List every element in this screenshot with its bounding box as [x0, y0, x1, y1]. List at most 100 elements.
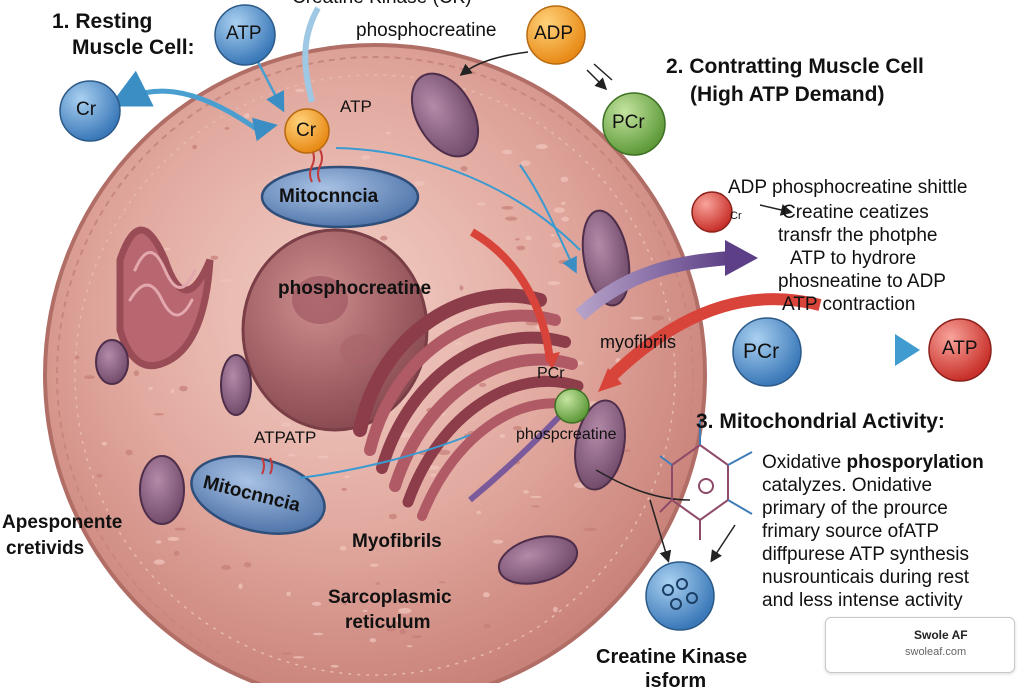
cytoplasm-speck	[535, 144, 548, 150]
cytoplasm-speck	[210, 255, 219, 260]
pcr-mid-label: PCr	[743, 340, 780, 363]
cytoplasm-speck	[75, 355, 80, 360]
cytoplasm-speck	[375, 582, 381, 585]
atp-right-label: ATP	[942, 338, 978, 359]
cytoplasm-speck	[380, 235, 388, 241]
cytoplasm-speck	[515, 238, 520, 241]
cytoplasm-speck	[179, 385, 188, 392]
cytoplasm-speck	[361, 155, 371, 160]
cytoplasm-speck	[101, 441, 107, 446]
cytoplasm-speck	[344, 475, 350, 479]
cytoplasm-speck	[388, 513, 397, 520]
cytoplasm-speck	[339, 545, 347, 551]
cytoplasm-speck	[174, 527, 186, 531]
cytoplasm-speck	[552, 242, 562, 248]
cytoplasm-speck	[479, 382, 487, 387]
cr-left-circle	[59, 80, 121, 142]
cytoplasm-speck	[170, 389, 175, 394]
cytoplasm-speck	[133, 370, 140, 376]
cytoplasm-speck	[153, 559, 165, 565]
cytoplasm-speck	[385, 131, 392, 135]
myofibrils-right-label: myofibrils	[600, 332, 677, 352]
cytoplasm-speck	[525, 235, 532, 241]
mito-text-line-3: primary of the prource	[762, 498, 948, 519]
shuttle-line-3: transfr the photphe	[778, 225, 938, 246]
mito-text-line-4: frimary source ofATP	[762, 521, 940, 542]
cytoplasm-speck	[547, 281, 561, 285]
cytoplasm-speck	[583, 527, 597, 532]
cytoplasm-speck	[460, 166, 468, 172]
cytoplasm-speck	[221, 279, 232, 282]
isform-label: isform	[645, 670, 707, 692]
brand-badge[interactable]: Swole AF swoleaf.com	[825, 617, 1015, 673]
cytoplasm-speck	[651, 315, 665, 321]
cytoplasm-speck	[427, 465, 440, 471]
ck-label: Creatine Kinase (CK)	[292, 0, 472, 9]
mito-upper-label: Mitocnncia	[279, 186, 379, 207]
cytoplasm-speck	[520, 160, 531, 166]
cretivids-label: cretivids	[6, 538, 85, 559]
brand-title: Swole AF	[914, 628, 968, 642]
purple-mitochondria	[95, 72, 631, 585]
cytoplasm-speck	[411, 635, 423, 639]
pcr-green-label: PCr	[537, 365, 565, 382]
shuttle-line-4: ATP to hydrore	[790, 248, 917, 269]
cytoplasm-speck	[311, 601, 322, 606]
cytoplasm-speck	[125, 449, 133, 456]
pcr-mid-circle	[732, 317, 802, 387]
atp-inner-label: ATP	[340, 97, 372, 116]
cytoplasm-speck	[492, 539, 504, 544]
cytoplasm-speck	[561, 201, 566, 206]
cytoplasm-speck	[281, 652, 292, 655]
cytoplasm-speck	[395, 594, 403, 597]
cytoplasm-speck	[560, 176, 569, 182]
pcr-right-circle	[602, 92, 666, 156]
network-icon	[659, 420, 753, 540]
cytoplasm-speck	[312, 632, 324, 636]
cytoplasm-speck	[482, 592, 490, 598]
cytoplasm-speck	[369, 563, 379, 567]
nucleus	[241, 228, 429, 432]
cytoplasm-speck	[362, 609, 368, 613]
cytoplasm-speck	[330, 664, 339, 668]
shuttle-line-6: ATP contraction	[782, 294, 916, 315]
atp-top-label: ATP	[226, 23, 262, 44]
cytoplasm-speck	[304, 435, 314, 439]
brand-url[interactable]: swoleaf.com	[905, 646, 967, 658]
cr-left-label: Cr	[76, 99, 97, 120]
cytoplasm-speck	[153, 413, 165, 416]
cytoplasm-speck	[317, 455, 329, 459]
cytoplasm-speck	[192, 144, 198, 150]
cytoplasm-speck	[294, 88, 305, 93]
cytoplasm-speck	[413, 181, 425, 187]
creatine-kinase-isoform-circle	[645, 561, 715, 631]
cytoplasm-speck	[385, 627, 397, 632]
heading-resting: 1. Resting	[52, 10, 153, 33]
atp-right-red-circle	[928, 318, 992, 382]
adp-top-label: ADP	[534, 23, 574, 44]
cytoplasm-speck	[244, 562, 252, 568]
ck-squiggle	[261, 149, 323, 475]
cytoplasm-speck	[224, 126, 230, 130]
cytoplasm-speck	[516, 245, 526, 251]
left-reticulum	[116, 226, 214, 370]
cytoplasm-speck	[499, 434, 506, 439]
adp-top-circle	[526, 5, 586, 65]
reticulum-label: reticulum	[345, 612, 431, 633]
cytoplasm-speck	[238, 583, 243, 589]
cytoplasm-speck	[395, 617, 401, 622]
cytoplasm-speck	[553, 606, 558, 613]
cytoplasm-speck	[341, 487, 347, 491]
cytoplasm-speck	[155, 540, 162, 544]
cytoplasm-speck	[287, 453, 296, 457]
heading-mito-activity: 3. Mitochondrial Activity:	[696, 410, 945, 433]
cytoplasm-speck	[221, 565, 232, 570]
cytoplasm-speck	[553, 207, 565, 213]
cytoplasm-speck	[281, 422, 291, 427]
cytoplasm-speck	[167, 536, 180, 541]
apesponente-label: Apesponente	[2, 512, 123, 533]
cytoplasm-speck	[530, 495, 542, 499]
pcr-right-label: PCr	[612, 112, 645, 133]
